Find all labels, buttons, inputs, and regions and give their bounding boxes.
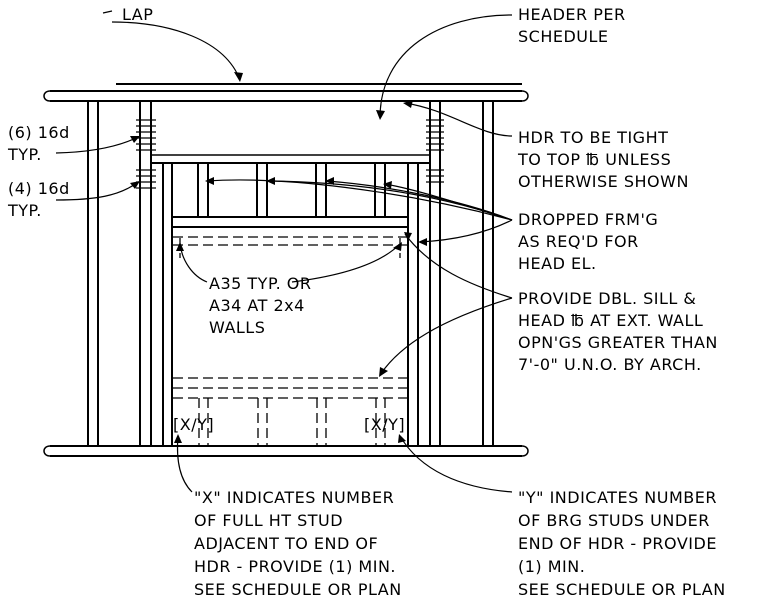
svg-text:"Y" INDICATES NUMBER: "Y" INDICATES NUMBER — [518, 488, 717, 507]
nails-4-note: (4) 16d TYP. — [7, 179, 70, 220]
svg-text:END OF HDR - PROVIDE: END OF HDR - PROVIDE — [518, 534, 717, 553]
lap-label: LAP — [122, 5, 153, 24]
svg-text:SEE SCHEDULE OR PLAN: SEE SCHEDULE OR PLAN — [518, 580, 726, 599]
studs — [87, 101, 494, 446]
leader-lines — [55, 10, 513, 493]
arrowheads — [130, 72, 427, 443]
svg-text:HEAD ℔ AT EXT. WALL: HEAD ℔ AT EXT. WALL — [518, 311, 703, 330]
svg-text:HDR TO BE TIGHT: HDR TO BE TIGHT — [518, 128, 668, 147]
xy-tag-left: [X/Y] — [173, 415, 214, 434]
a35-note: A35 TYP. OR A34 AT 2x4 WALLS — [209, 274, 311, 337]
svg-text:A34 AT 2x4: A34 AT 2x4 — [209, 296, 305, 315]
svg-text:HEADER PER: HEADER PER — [518, 5, 626, 24]
svg-text:7'-0" U.N.O. BY ARCH.: 7'-0" U.N.O. BY ARCH. — [518, 355, 702, 374]
svg-text:(4) 16d: (4) 16d — [8, 179, 70, 198]
svg-text:OF BRG STUDS UNDER: OF BRG STUDS UNDER — [518, 511, 710, 530]
dashed-sill — [173, 377, 407, 446]
svg-text:TYP.: TYP. — [7, 201, 42, 220]
dropped-framing-note: DROPPED FRM'G AS REQ'D FOR HEAD EL. — [518, 210, 658, 273]
svg-text:WALLS: WALLS — [209, 318, 265, 337]
svg-text:OF FULL HT STUD: OF FULL HT STUD — [194, 511, 343, 530]
nail-marks — [136, 119, 444, 189]
dbl-sill-note: PROVIDE DBL. SILL & HEAD ℔ AT EXT. WALL … — [518, 289, 718, 374]
dropped-framing — [172, 163, 408, 228]
header — [150, 100, 431, 164]
hdr-tight-note: HDR TO BE TIGHT TO TOP ℔ UNLESS OTHERWIS… — [517, 128, 689, 191]
svg-text:"X" INDICATES NUMBER: "X" INDICATES NUMBER — [194, 488, 394, 507]
y-definition-note: "Y" INDICATES NUMBER OF BRG STUDS UNDER … — [518, 488, 726, 599]
svg-text:OTHERWISE SHOWN: OTHERWISE SHOWN — [518, 172, 689, 191]
svg-text:HDR - PROVIDE (1) MIN.: HDR - PROVIDE (1) MIN. — [194, 557, 396, 576]
xy-tag-right: [X/Y] — [364, 415, 405, 434]
svg-text:TYP.: TYP. — [7, 145, 42, 164]
svg-text:TO TOP ℔ UNLESS: TO TOP ℔ UNLESS — [517, 150, 671, 169]
svg-text:SEE SCHEDULE OR PLAN: SEE SCHEDULE OR PLAN — [194, 580, 402, 599]
svg-text:A35 TYP. OR: A35 TYP. OR — [209, 274, 311, 293]
dashed-head-plate — [173, 236, 407, 258]
svg-text:DROPPED FRM'G: DROPPED FRM'G — [518, 210, 658, 229]
svg-text:(6) 16d: (6) 16d — [8, 123, 70, 142]
x-definition-note: "X" INDICATES NUMBER OF FULL HT STUD ADJ… — [194, 488, 402, 599]
nails-6-note: (6) 16d TYP. — [7, 123, 70, 164]
svg-text:ADJACENT TO END OF: ADJACENT TO END OF — [194, 534, 378, 553]
bottom-plate — [43, 445, 529, 457]
header-per-schedule-note: HEADER PER SCHEDULE — [518, 5, 626, 46]
svg-text:OPN'GS GREATER THAN: OPN'GS GREATER THAN — [518, 333, 718, 352]
svg-text:PROVIDE DBL. SILL &: PROVIDE DBL. SILL & — [518, 289, 696, 308]
top-plate — [43, 83, 529, 102]
svg-text:SCHEDULE: SCHEDULE — [518, 27, 609, 46]
svg-text:(1) MIN.: (1) MIN. — [518, 557, 585, 576]
svg-text:AS REQ'D FOR: AS REQ'D FOR — [518, 232, 639, 251]
svg-text:HEAD EL.: HEAD EL. — [518, 254, 597, 273]
